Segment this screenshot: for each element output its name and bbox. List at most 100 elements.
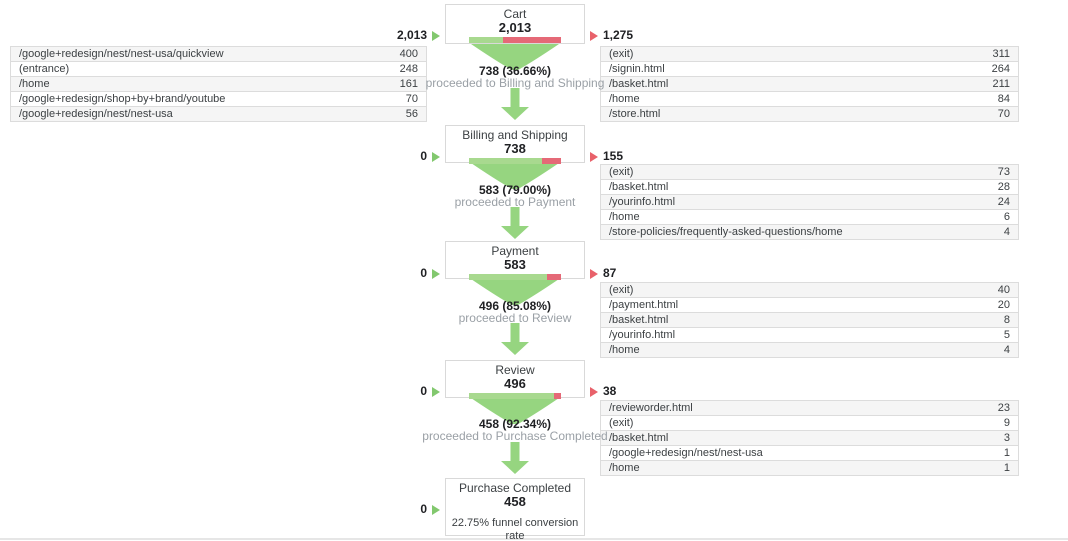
- funnel-flow-arrow: [471, 163, 559, 239]
- page-path: /basket.html: [609, 78, 669, 90]
- page-count: 84: [997, 93, 1010, 105]
- entrances-count: 0: [300, 150, 440, 163]
- funnel-conversion-rate: 22.75% funnel conversion rate: [451, 517, 579, 541]
- abandonments-count: 87: [590, 267, 616, 280]
- table-row: /home 84: [600, 91, 1019, 107]
- funnel-step-box-payment: Payment 583: [445, 241, 585, 280]
- page-path: /store.html: [609, 108, 661, 120]
- proceed-arrow-icon: [432, 268, 440, 279]
- page-count: 4: [1003, 226, 1010, 238]
- page-path: /yourinfo.html: [609, 329, 676, 341]
- entrances-count: 0: [300, 503, 440, 516]
- bar-abandoned-segment: [553, 393, 561, 399]
- page-count: 23: [997, 402, 1010, 414]
- page-path: (exit): [609, 166, 634, 178]
- funnel-flow-arrow: [471, 44, 559, 120]
- table-row: /basket.html 211: [600, 76, 1019, 92]
- funnel-step-value: 2,013: [498, 20, 532, 35]
- page-count: 5: [1003, 329, 1010, 341]
- page-path: (exit): [609, 48, 634, 60]
- page-count: 161: [399, 78, 418, 90]
- page-count: 20: [997, 299, 1010, 311]
- transition-label: proceeded to Review: [458, 311, 572, 325]
- abandonments-number: 38: [603, 384, 617, 398]
- proceed-arrow-icon: [432, 504, 440, 515]
- proceed-arrow-icon: [432, 386, 440, 397]
- bar-abandoned-segment: [541, 158, 561, 164]
- page-path: /yourinfo.html: [609, 196, 676, 208]
- bottom-divider: [0, 538, 1068, 540]
- abandon-arrow-icon: [590, 151, 598, 162]
- table-row: (entrance)248: [10, 61, 427, 77]
- page-count: 400: [399, 48, 418, 60]
- bar-proceeded-segment: [469, 393, 554, 399]
- abandonments-number: 1,275: [603, 28, 634, 42]
- table-row: (exit) 73: [600, 164, 1019, 180]
- abandon-arrow-icon: [590, 268, 598, 279]
- funnel-step-title: Purchase Completed: [458, 481, 572, 495]
- table-row: /google+redesign/shop+by+brand/youtube 70: [10, 91, 427, 107]
- table-row: (exit) 40: [600, 282, 1019, 298]
- entrances-number: 0: [420, 502, 427, 516]
- abandonments-count: 1,275: [590, 29, 633, 42]
- page-count: 70: [405, 93, 418, 105]
- page-count: 1: [1003, 462, 1010, 474]
- page-count: 24: [997, 196, 1010, 208]
- page-count: 40: [997, 284, 1010, 296]
- page-path: /revieworder.html: [609, 402, 693, 414]
- bar-abandoned-segment: [547, 274, 561, 280]
- page-path: /home: [609, 211, 640, 223]
- entrances-number: 0: [420, 384, 427, 398]
- abandon-arrow-icon: [590, 30, 598, 41]
- page-count: 73: [997, 166, 1010, 178]
- table-row: /home 6: [600, 209, 1019, 225]
- transition-value: 738 (36.66%): [478, 64, 552, 78]
- funnel-step-box-review: Review 496: [445, 360, 585, 399]
- funnel-step-bar: [469, 393, 561, 399]
- page-count: 211: [992, 78, 1010, 90]
- page-path: (exit): [609, 284, 634, 296]
- page-path: /google+redesign/shop+by+brand/youtube: [19, 93, 226, 105]
- table-row: /yourinfo.html 5: [600, 327, 1019, 343]
- funnel-step-bar: [469, 274, 561, 280]
- funnel-flow-arrow: [471, 398, 559, 474]
- page-path: /home: [609, 344, 640, 356]
- table-row: /google+redesign/nest/nest-usa/quickview…: [10, 46, 427, 62]
- funnel-step-value: 496: [504, 376, 526, 391]
- page-path: (exit): [609, 417, 634, 429]
- funnel-step-value: 738: [504, 141, 526, 156]
- page-count: 28: [997, 181, 1010, 193]
- transition-label: proceeded to Billing and Shipping: [425, 76, 605, 90]
- page-count: 3: [1003, 432, 1010, 444]
- transition-value: 583 (79.00%): [478, 183, 552, 197]
- table-row: (exit)311: [600, 46, 1019, 62]
- transition-label: proceeded to Payment: [454, 195, 576, 209]
- bar-proceeded-segment: [469, 274, 548, 280]
- page-count: 56: [405, 108, 418, 120]
- page-count: 9: [1003, 417, 1010, 429]
- page-count: 8: [1003, 314, 1010, 326]
- proceed-arrow-icon: [432, 151, 440, 162]
- transition-value: 496 (85.08%): [478, 299, 552, 313]
- funnel-step-bar: [469, 37, 561, 43]
- funnel-step-value: 583: [504, 257, 526, 272]
- funnel-step-box-cart: Cart 2,013: [445, 4, 585, 44]
- page-path: /home: [609, 93, 640, 105]
- abandon-arrow-icon: [590, 386, 598, 397]
- funnel-step-bar: [469, 158, 561, 164]
- table-row: (exit) 9: [600, 415, 1019, 431]
- page-count: 6: [1003, 211, 1010, 223]
- entrances-number: 0: [420, 149, 427, 163]
